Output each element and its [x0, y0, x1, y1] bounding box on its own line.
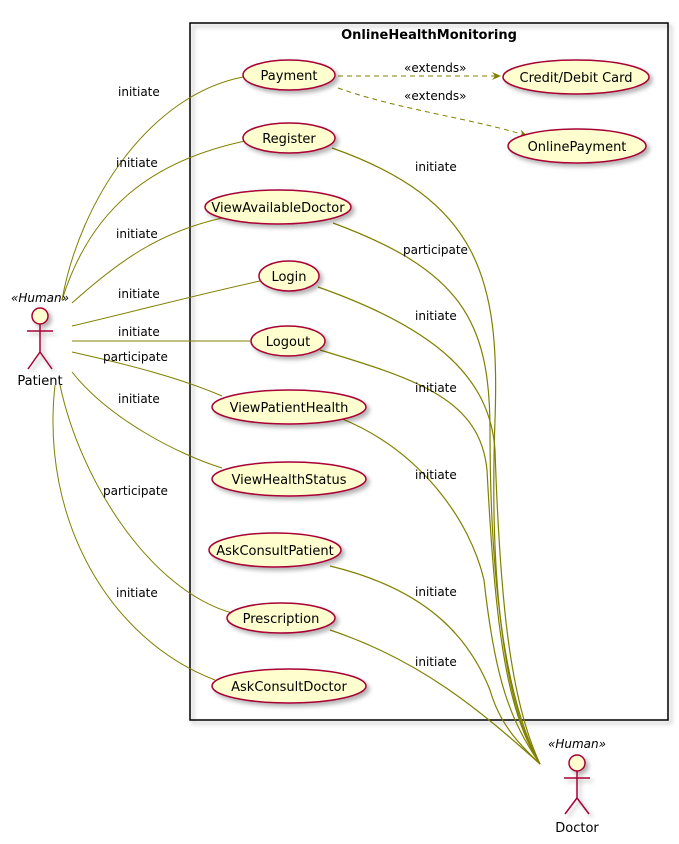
usecase-payment-label: Payment	[261, 69, 318, 84]
label-doctor-askconsultpatient: initiate	[415, 585, 457, 599]
usecase-payment[interactable]: Payment	[242, 59, 336, 91]
usecase-viewpatienthealth-label: ViewPatientHealth	[230, 401, 349, 416]
label-patient-viewpatienthealth: participate	[103, 350, 168, 364]
assoc-doctor-prescription	[329, 629, 541, 765]
assoc-doctor-viewavailabledoctor	[332, 222, 541, 765]
system-title: OnlineHealthMonitoring	[341, 28, 517, 43]
assoc-patient-viewpatienthealth	[71, 351, 223, 397]
usecase-askconsultpatient[interactable]: AskConsultPatient	[208, 532, 342, 568]
label-patient-viewavailabledoctor: initiate	[116, 227, 158, 241]
assoc-patient-payment	[61, 76, 244, 301]
label-patient-payment: initiate	[118, 85, 160, 99]
label-doctor-register: initiate	[415, 160, 457, 174]
usecase-viewhealthstatus-label: ViewHealthStatus	[232, 473, 347, 488]
extends-relations	[337, 72, 528, 138]
assoc-patient-login	[71, 280, 261, 327]
label-doctor-login: initiate	[415, 309, 457, 323]
patient-name: Patient	[17, 374, 62, 389]
label-patient-register: initiate	[116, 156, 158, 170]
label-doctor-viewavailabledoctor: participate	[403, 243, 468, 257]
extend-onlinepayment	[337, 87, 528, 138]
usecase-askconsultpatient-label: AskConsultPatient	[216, 544, 333, 559]
assoc-doctor-login	[317, 286, 541, 765]
assoc-patient-register	[61, 139, 251, 301]
usecase-register[interactable]: Register	[242, 122, 336, 154]
label-doctor-viewpatienthealth: initiate	[415, 468, 457, 482]
usecase-creditdebitcard[interactable]: Credit/Debit Card	[502, 59, 650, 95]
usecase-onlinepayment-label: OnlinePayment	[528, 140, 627, 155]
patient-stereotype: «Human»	[11, 291, 69, 305]
patient-associations	[52, 76, 261, 681]
label-extend-onlinepayment: «extends»	[404, 89, 467, 103]
assoc-doctor-viewpatienthealth	[339, 417, 541, 765]
label-patient-askconsultdoctor: initiate	[116, 586, 158, 600]
use-cases: Payment Register ViewAvailableDoctor Log…	[204, 59, 650, 704]
actor-doctor[interactable]: «Human» Doctor	[548, 737, 606, 836]
assoc-patient-viewavailabledoctor	[71, 217, 223, 304]
assoc-patient-viewhealthstatus	[71, 371, 223, 469]
usecase-prescription[interactable]: Prescription	[226, 602, 336, 634]
usecase-login-label: Login	[271, 270, 306, 285]
label-doctor-prescription: initiate	[415, 655, 457, 669]
doctor-name: Doctor	[555, 821, 599, 836]
system-boundary: OnlineHealthMonitoring	[189, 22, 669, 721]
doctor-associations	[317, 147, 541, 765]
association-labels: initiate initiate initiate initiate init…	[103, 61, 468, 669]
label-doctor-logout: initiate	[415, 381, 457, 395]
actor-patient[interactable]: «Human» Patient	[11, 291, 69, 389]
usecase-viewavailabledoctor[interactable]: ViewAvailableDoctor	[204, 189, 352, 225]
usecase-prescription-label: Prescription	[243, 612, 320, 627]
usecase-creditdebitcard-label: Credit/Debit Card	[520, 71, 633, 86]
usecase-viewpatienthealth[interactable]: ViewPatientHealth	[211, 389, 367, 425]
label-patient-prescription: participate	[103, 484, 168, 498]
assoc-doctor-register	[331, 147, 541, 765]
usecase-viewhealthstatus[interactable]: ViewHealthStatus	[211, 461, 367, 497]
label-patient-login: initiate	[118, 287, 160, 301]
doctor-figure-icon	[564, 754, 590, 815]
usecase-logout[interactable]: Logout	[250, 325, 326, 357]
usecase-login[interactable]: Login	[258, 260, 320, 292]
assoc-patient-prescription	[59, 384, 233, 614]
usecase-onlinepayment[interactable]: OnlinePayment	[507, 128, 647, 164]
usecase-logout-label: Logout	[266, 335, 311, 350]
usecase-askconsultdoctor[interactable]: AskConsultDoctor	[211, 668, 367, 704]
label-extend-creditdebitcard: «extends»	[404, 61, 467, 75]
assoc-patient-askconsultdoctor	[52, 384, 216, 681]
assoc-doctor-logout	[319, 349, 541, 765]
usecase-viewavailabledoctor-label: ViewAvailableDoctor	[211, 201, 345, 216]
label-patient-logout: initiate	[118, 325, 160, 339]
usecase-askconsultdoctor-label: AskConsultDoctor	[231, 680, 347, 695]
assoc-doctor-askconsultpatient	[329, 565, 541, 765]
label-patient-viewhealthstatus: initiate	[118, 392, 160, 406]
patient-figure-icon	[27, 307, 53, 370]
usecase-register-label: Register	[262, 132, 316, 147]
doctor-stereotype: «Human»	[548, 737, 606, 751]
